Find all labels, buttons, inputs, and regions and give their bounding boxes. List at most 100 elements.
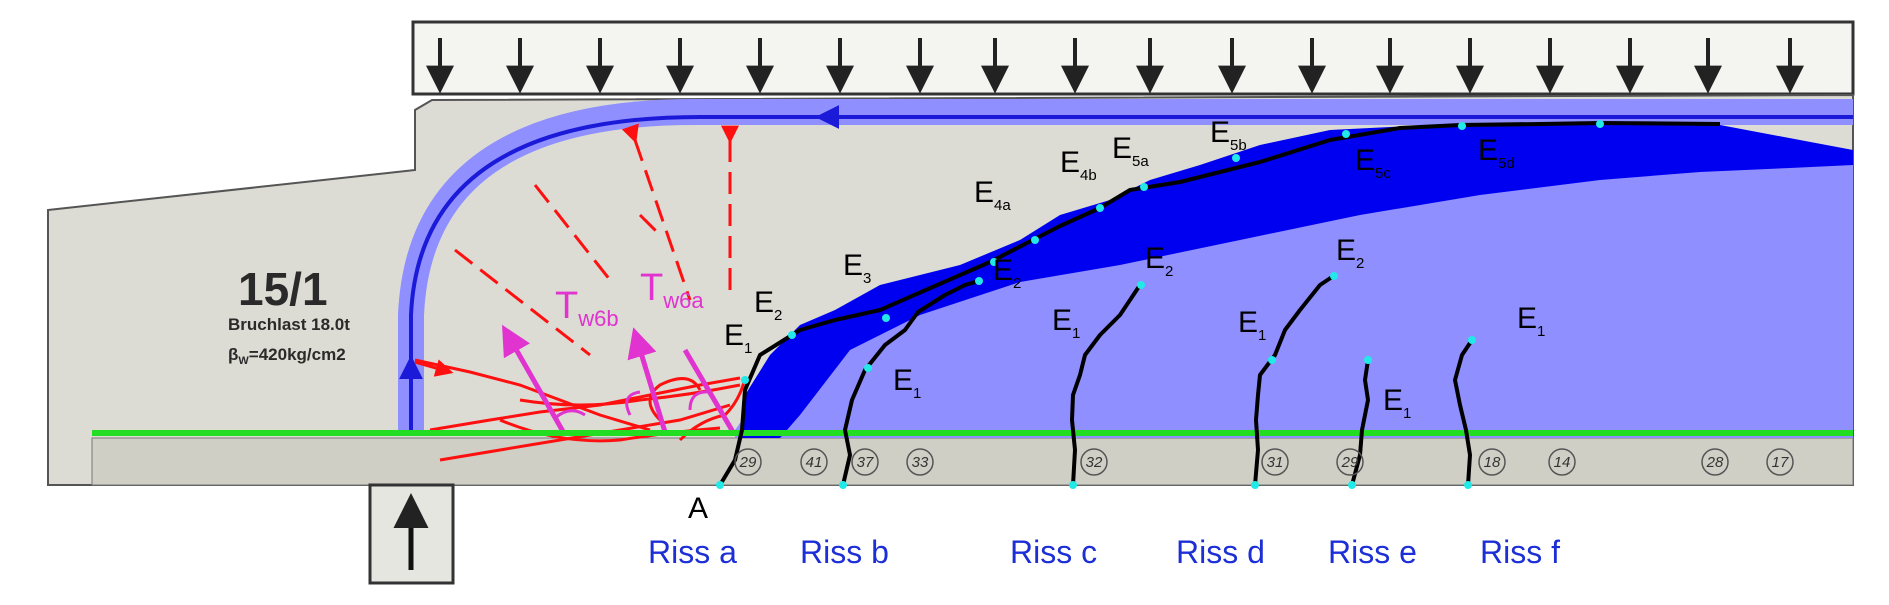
strength-sub: W — [238, 355, 249, 367]
crack-label: Riss e — [1328, 534, 1417, 570]
e-label: E4b — [1060, 146, 1097, 184]
crack-node — [788, 331, 796, 339]
crack-label: Riss f — [1480, 534, 1560, 570]
bar-mark-circle — [1261, 448, 1289, 476]
strut-2 — [621, 123, 692, 301]
red-arrow-in — [414, 359, 454, 377]
specimen-label: 15/1 — [238, 263, 328, 315]
bar-mark-circle — [1336, 448, 1364, 476]
crack-node — [1096, 204, 1104, 212]
bar-mark-label: 31 — [1267, 454, 1284, 471]
e-label: E5a — [1112, 132, 1149, 170]
compression-field — [735, 155, 1853, 438]
e-label: E2 — [1145, 242, 1173, 280]
crack-e — [1350, 359, 1370, 486]
e-label: E5d — [1478, 134, 1515, 172]
tension-angle-arc-3 — [688, 390, 711, 411]
tension-arrow-2 — [627, 327, 668, 433]
bar-mark-circle — [734, 448, 762, 476]
bar-mark-label: 28 — [1706, 454, 1724, 471]
bar-mark-circle — [1478, 448, 1506, 476]
crack-label: Riss c — [1010, 534, 1097, 570]
force-label-1: Tw6b — [555, 285, 619, 331]
e-label: E1 — [893, 364, 921, 402]
e-label: E5c — [1355, 144, 1391, 182]
bar-mark-circle — [1080, 448, 1108, 476]
crack-f — [1453, 338, 1474, 486]
e-label: E1 — [1052, 304, 1080, 342]
crack-node — [1330, 272, 1338, 280]
crack-node — [839, 481, 847, 489]
load-arrows — [426, 38, 1804, 94]
e-label: E2 — [754, 286, 782, 324]
e-label: E2 — [993, 254, 1021, 292]
crack-node — [1232, 154, 1240, 162]
crack-node — [1464, 481, 1472, 489]
crack-node — [741, 376, 749, 384]
point-a-label: A — [688, 492, 708, 525]
bar-mark-circle — [851, 448, 879, 476]
bar-mark-circle — [1766, 448, 1794, 476]
strength-line: βW=420kg/cm2 — [228, 345, 346, 367]
crack-node — [1348, 481, 1356, 489]
bar-mark-label: 14 — [1554, 454, 1571, 471]
riss-labels: Riss a Riss b Riss c Riss d Riss e Riss f — [648, 534, 1560, 570]
force-label-2: Tw6a — [640, 267, 704, 313]
crack-a — [718, 121, 1721, 487]
bar-mark-label: 37 — [857, 454, 874, 471]
crack-node — [716, 481, 724, 489]
bar-mark-circle — [1701, 448, 1729, 476]
crack-label: Riss a — [648, 534, 737, 570]
e-label: E1 — [1517, 302, 1545, 340]
bar-mark-label: 29 — [739, 454, 757, 471]
crack-node — [1364, 356, 1372, 364]
crack-node — [1251, 481, 1259, 489]
e-label: E1 — [724, 319, 752, 357]
bar-mark-label: 33 — [912, 454, 929, 471]
strut-5 — [638, 213, 662, 237]
crack-label: Riss d — [1176, 534, 1265, 570]
crack-label: Riss b — [800, 534, 889, 570]
tension-angle-arc-2 — [625, 390, 641, 416]
crack-node — [1069, 481, 1077, 489]
bar-mark-label: 41 — [806, 454, 823, 471]
crack-node — [1137, 281, 1145, 289]
crack-node — [882, 314, 890, 322]
reinforcement-strip — [91, 437, 1854, 486]
crack-node — [1140, 183, 1148, 191]
compression-zone — [740, 122, 1853, 438]
bar-mark-circle — [1548, 448, 1576, 476]
crack-node — [975, 277, 983, 285]
load-line: Bruchlast 18.0t — [228, 315, 350, 334]
bar-mark-label: 18 — [1484, 454, 1501, 471]
crack-d — [1253, 273, 1337, 486]
red-crack-6 — [648, 377, 702, 422]
e-label: E2 — [1336, 234, 1364, 272]
crack-node — [1268, 356, 1276, 364]
force-path — [409, 115, 1853, 432]
e-label: E5b — [1210, 116, 1247, 154]
strength-value: =420kg/cm2 — [249, 345, 346, 364]
e-label: E4a — [974, 176, 1011, 214]
bar-mark-circle — [906, 448, 934, 476]
tension-forces — [502, 324, 736, 437]
tension-angle-arc-1 — [554, 409, 586, 420]
bar-mark-label: 17 — [1772, 454, 1789, 471]
bar-mark-circle — [800, 448, 828, 476]
e-label: E3 — [843, 249, 871, 287]
crack-node — [1468, 336, 1476, 344]
crack-b — [841, 278, 983, 486]
crack-node — [1342, 130, 1350, 138]
crack-node — [864, 364, 872, 372]
strength-symbol: β — [228, 345, 238, 364]
red-struts — [454, 123, 739, 357]
crack-node — [1031, 236, 1039, 244]
e-label: E1 — [1383, 384, 1411, 422]
crack-c — [1070, 283, 1142, 486]
crack-lines — [718, 121, 1721, 487]
crack-node — [990, 258, 998, 266]
strut-4 — [454, 248, 591, 357]
